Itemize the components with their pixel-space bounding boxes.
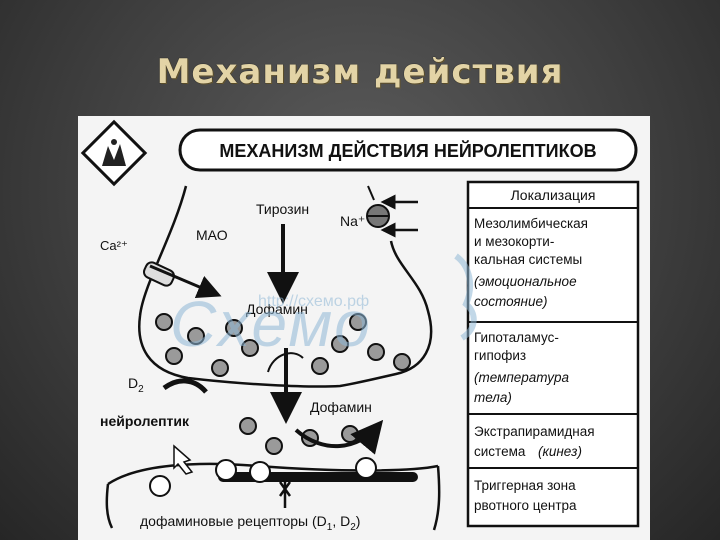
- label-dopamine-inner: Дофамин: [246, 301, 308, 317]
- localization-header: Локализация: [511, 187, 596, 203]
- neuroleptic-mechanism-figure: МЕХАНИЗМ ДЕЙСТВИЯ НЕЙРОЛЕПТИКОВ: [78, 116, 650, 540]
- watermark-word: Схемо: [170, 288, 372, 360]
- svg-text:и мезокорти-: и мезокорти-: [474, 234, 554, 249]
- label-mao: МАО: [196, 227, 228, 243]
- svg-text:Гипоталамус-: Гипоталамус-: [474, 330, 559, 345]
- svg-text:(температура: (температура: [474, 370, 570, 385]
- header-banner: [178, 128, 638, 172]
- svg-text:(эмоциональное: (эмоциональное: [474, 274, 577, 289]
- neuroleptic-molecules: [149, 457, 377, 497]
- svg-text:(кинез): (кинез): [538, 444, 582, 459]
- label-calcium: Ca²⁺: [100, 238, 128, 253]
- svg-text:состояние): состояние): [474, 294, 547, 309]
- localization-row-3: Экстрапирамидная система (кинез): [474, 424, 595, 459]
- label-dopamine-released: Дофамин: [310, 399, 372, 415]
- watermark: http://схемо.рф Схемо: [170, 253, 477, 360]
- receptor-band: [218, 472, 418, 482]
- watermark-url: http://схемо.рф: [258, 293, 369, 310]
- svg-text:кальная системы: кальная системы: [474, 252, 582, 267]
- dopamine-vesicles: [155, 313, 411, 455]
- release-site: [267, 352, 304, 373]
- blocked-receptor-icon: [278, 478, 292, 508]
- reuptake-arrow: [294, 419, 384, 455]
- svg-text:Мезолимбическая: Мезолимбическая: [474, 216, 588, 231]
- localization-table: [466, 180, 640, 528]
- label-receptors: дофаминовые рецепторы (D1, D2): [140, 513, 360, 533]
- autoreceptor-d2: [162, 378, 208, 394]
- localization-row-1: Мезолимбическая и мезокорти- кальная сис…: [474, 216, 588, 309]
- neuroleptic-pointer-icon: [173, 444, 194, 475]
- diagram-header: МЕХАНИЗМ ДЕЙСТВИЯ НЕЙРОЛЕПТИКОВ: [219, 140, 596, 161]
- presynaptic-terminal: [138, 185, 433, 388]
- svg-text:рвотного центра: рвотного центра: [474, 498, 577, 513]
- label-tyrosine: Тирозин: [256, 201, 309, 217]
- svg-text:Триггерная зона: Триггерная зона: [474, 478, 576, 493]
- svg-text:гипофиз: гипофиз: [474, 348, 526, 363]
- localization-row-4: Триггерная зона рвотного центра: [474, 478, 577, 513]
- label-neuroleptic: нейролептик: [100, 413, 190, 429]
- calcium-channel-icon: [142, 261, 222, 299]
- svg-text:тела): тела): [474, 390, 512, 405]
- localization-row-2: Гипоталамус- гипофиз (температура тела): [474, 330, 570, 405]
- svg-text:Экстрапирамидная: Экстрапирамидная: [474, 424, 595, 439]
- svg-text:система: система: [474, 444, 526, 459]
- mechanism-diagram: МЕХАНИЗМ ДЕЙСТВИЯ НЕЙРОЛЕПТИКОВ: [80, 119, 640, 533]
- label-sodium: Na⁺: [340, 213, 365, 229]
- sodium-channel-icon: [366, 185, 418, 238]
- hazard-logo-icon: [80, 119, 148, 187]
- slide-title: Механизм действия: [156, 52, 564, 92]
- label-d2: D2: [128, 375, 144, 395]
